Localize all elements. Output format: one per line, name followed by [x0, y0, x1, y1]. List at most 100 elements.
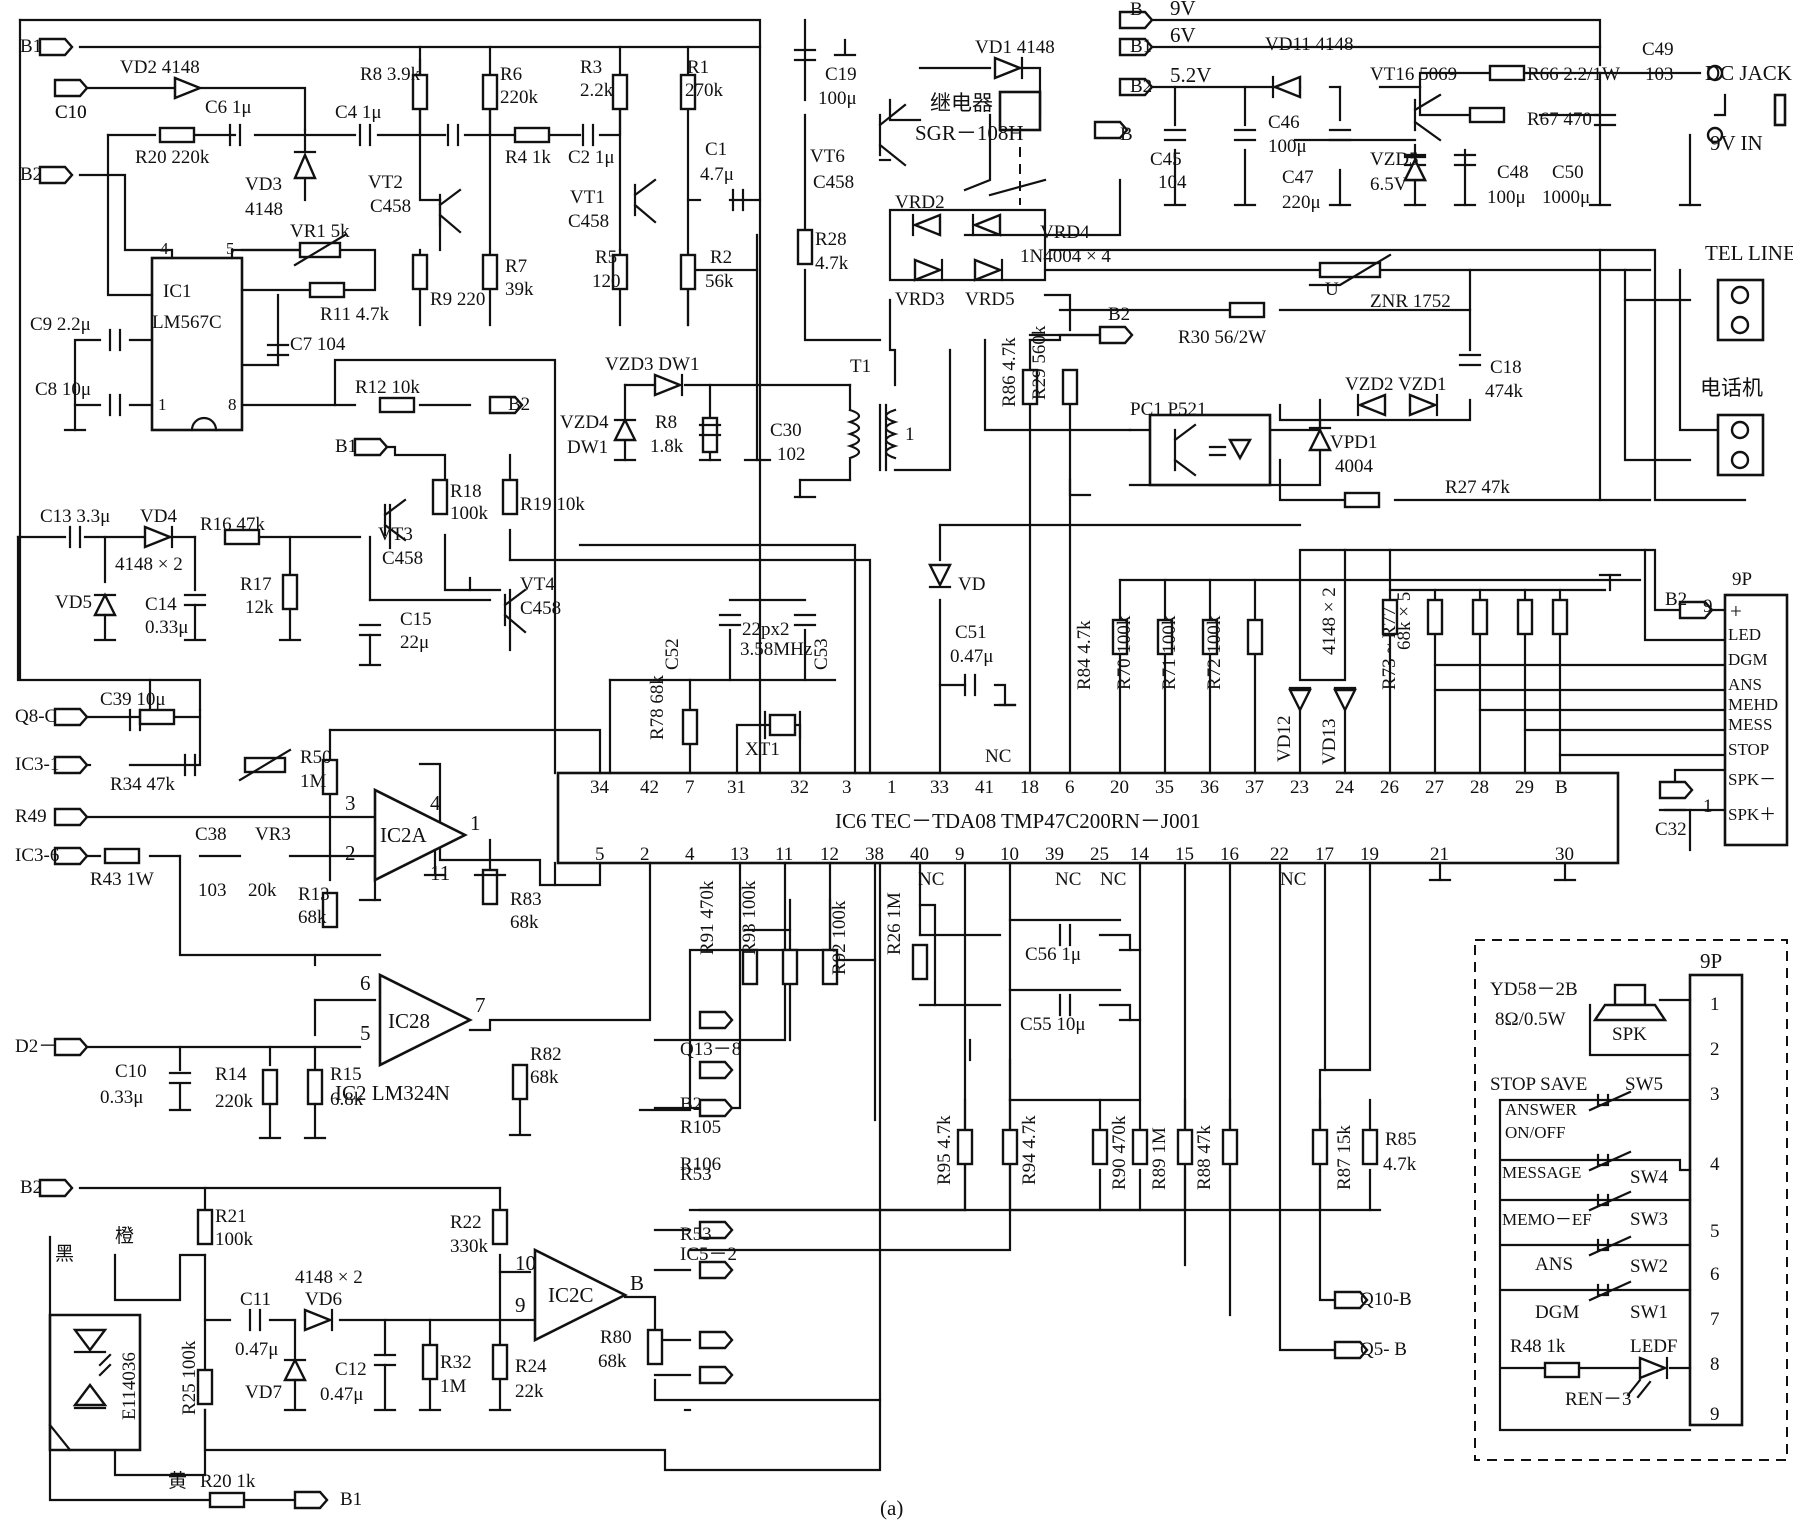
- rail-relay_type: SGR－108H: [915, 121, 1024, 145]
- terminal-arrow: [488, 395, 524, 415]
- nc-mark: NC: [1280, 869, 1306, 890]
- label-r28v: 4.7k: [815, 253, 849, 274]
- p9-pin-mess: MESS: [1728, 715, 1772, 734]
- terminal-label: C32: [1655, 819, 1687, 840]
- label-c52: C52: [662, 638, 683, 670]
- label-t1p: 1: [905, 424, 915, 445]
- kb-pin-6: 6: [1710, 1264, 1720, 1285]
- label-r15v: 6.8k: [330, 1089, 364, 1110]
- p9-pin-spk＋: SPK＋: [1728, 805, 1776, 824]
- label-r89: R89 1M: [1149, 1127, 1170, 1190]
- label-r15: R15: [330, 1064, 362, 1085]
- terminal-arrow: [1333, 1290, 1369, 1310]
- ic6-pin-27: 27: [1425, 777, 1444, 798]
- znr-varistor: [1318, 261, 1382, 279]
- opamps: 3 2 1 4 11 IC2A 6 5 7 IC28 IC2 LM324N 10…: [335, 787, 644, 1343]
- label-c50v: 1000μ: [1542, 187, 1590, 208]
- ground-symbols: [63, 38, 1702, 1412]
- label-r90: R90 470k: [1109, 1115, 1130, 1190]
- label-p9_1: 1: [1703, 796, 1713, 817]
- label-c48v: 100μ: [1487, 187, 1526, 208]
- ic6-pin-9: 9: [955, 844, 965, 865]
- label-r73v: 68k × 5: [1394, 592, 1415, 650]
- label-c6: C6 1μ: [205, 97, 252, 118]
- kb-pin-7: 7: [1710, 1309, 1720, 1330]
- ic6-pin-6: 6: [1065, 777, 1075, 798]
- label-c4: C4 1μ: [335, 102, 382, 123]
- label-r16: R16 47k: [200, 514, 265, 535]
- ic6-pin-4: 4: [685, 844, 695, 865]
- terminal-label: IC3-1: [15, 754, 59, 775]
- t1-secondary: [884, 408, 899, 460]
- terminal-arrow: [1093, 120, 1129, 140]
- label-vrd4x: 1N4004 × 4: [1020, 246, 1111, 267]
- ic1-block: [150, 256, 244, 432]
- terminal-label: B1: [20, 36, 42, 57]
- ic6-pin-2: 2: [640, 844, 650, 865]
- label-xtal_f: 3.58MHz: [740, 639, 812, 660]
- terminal-label: Q10-B: [1360, 1289, 1412, 1310]
- label-black: 黑: [55, 1244, 74, 1265]
- ic1-pin-4: 4: [160, 239, 169, 258]
- ic6-pin-31: 31: [727, 777, 746, 798]
- ic2c-pin-9: 9: [515, 1293, 526, 1317]
- label-c50: C50: [1552, 162, 1584, 183]
- pc1-transistor: [1173, 423, 1197, 477]
- relay-contact: [988, 178, 1047, 197]
- label-c45: C45: [1150, 149, 1182, 170]
- label-r21v: 100k: [215, 1229, 254, 1250]
- label-r21: R21: [215, 1206, 247, 1227]
- label-pc1: PC1 P521: [1130, 399, 1207, 420]
- label-r9: R9 220: [430, 289, 485, 310]
- ic2-type: IC2 LM324N: [335, 1081, 450, 1105]
- label-vr3: VR3: [255, 824, 291, 845]
- vr3-arrow: [238, 748, 292, 782]
- p9-pin-ans: ANS: [1728, 675, 1762, 694]
- label-r17: R17: [240, 574, 272, 595]
- pc1-arrows: [1208, 445, 1227, 457]
- ic6-block: [556, 771, 1620, 865]
- terminal-arrow: [1118, 77, 1154, 97]
- label-c14v: 0.33μ: [145, 617, 188, 638]
- label-r18v: 100k: [450, 503, 489, 524]
- ic6-pin-18: 18: [1020, 777, 1039, 798]
- label-c15: C15: [400, 609, 432, 630]
- label-r24v: 22k: [515, 1381, 544, 1402]
- kb-pin-4: 4: [1710, 1154, 1720, 1175]
- label-vt6t: C458: [813, 172, 854, 193]
- label-c19: C19: [825, 64, 857, 85]
- kb-wiring: [1498, 1098, 1692, 1432]
- label-r5: R5: [595, 247, 617, 268]
- kb-pin-8: 8: [1710, 1354, 1720, 1375]
- label-c46: C46: [1268, 112, 1300, 133]
- label-dw1: DW1: [567, 437, 608, 458]
- label-vd3: VD3: [245, 174, 282, 195]
- label-znr: ZNR 1752: [1370, 291, 1451, 312]
- nc-mark: NC: [1100, 869, 1126, 890]
- ic6-pin-23: 23: [1290, 777, 1309, 798]
- ic6-pin-30: 30: [1555, 844, 1574, 865]
- label-r43: R43 1W: [90, 869, 154, 890]
- label-r86: R86 4.7k: [999, 337, 1020, 407]
- kb-ren: REN－3: [1565, 1389, 1632, 1410]
- kb-stop-save: STOP SAVE: [1490, 1074, 1587, 1095]
- p9-pin-dgm: DGM: [1728, 650, 1768, 669]
- terminal-label: B1: [340, 1489, 362, 1510]
- label-e114036: E114036: [119, 1352, 140, 1420]
- terminal-arrow: [1118, 37, 1154, 57]
- ic6-pin-20: 20: [1110, 777, 1129, 798]
- label-r18: R18: [450, 481, 482, 502]
- label-vd5: VD5: [55, 592, 92, 613]
- rail-dc_jack: DC JACK: [1705, 61, 1792, 85]
- label-r71: R71 100k: [1159, 615, 1180, 690]
- vr1-arrow: [293, 233, 347, 267]
- kb-switch-sw3: SW3: [1630, 1209, 1668, 1230]
- label-xt1: XT1: [745, 739, 780, 760]
- terminal-arrow: [698, 1060, 734, 1080]
- label-vd2: VD2 4148: [120, 57, 200, 78]
- label-vt6: VT6: [810, 146, 845, 167]
- ic6-pin-29: 29: [1515, 777, 1534, 798]
- kb-switch-sw5: SW5: [1625, 1074, 1663, 1095]
